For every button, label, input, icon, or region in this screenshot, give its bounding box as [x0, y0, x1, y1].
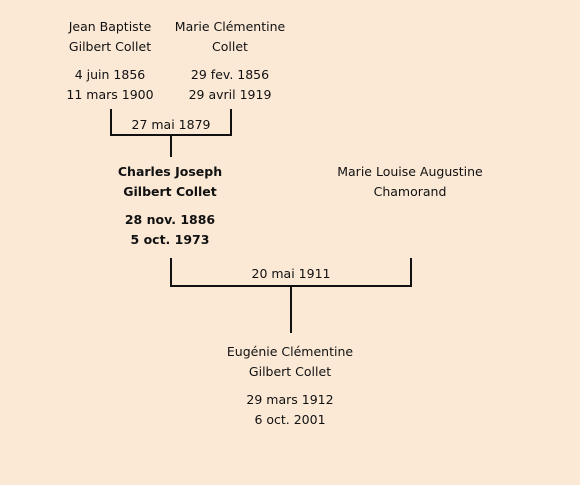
subject-descent-line — [290, 287, 292, 333]
person-father[interactable]: Jean Baptiste Gilbert Collet 4 juin 1856… — [50, 17, 170, 105]
subject-name-line2: Gilbert Collet — [123, 184, 217, 199]
subject-birth-date: 28 nov. 1886 — [124, 212, 216, 227]
spouse-name-line2: Chamorand — [373, 184, 447, 199]
parents-descent-line — [170, 136, 172, 157]
parents-connector-right — [230, 109, 232, 136]
parents-connector-left — [110, 109, 112, 136]
spouse-name-line1: Marie Louise Augustine — [337, 164, 483, 179]
father-name-line2: Gilbert Collet — [68, 39, 152, 54]
child-birth-date: 29 mars 1912 — [246, 392, 334, 407]
person-subject[interactable]: Charles Joseph Gilbert Collet 28 nov. 18… — [100, 162, 240, 250]
parents-connector-bar — [110, 134, 232, 136]
child-dates: 29 mars 1912 6 oct. 2001 — [210, 390, 370, 430]
mother-death-date: 29 avril 1919 — [188, 87, 272, 102]
subject-name-line1: Charles Joseph — [117, 164, 223, 179]
father-death-date: 11 mars 1900 — [66, 87, 154, 102]
person-spouse[interactable]: Marie Louise Augustine Chamorand — [320, 162, 500, 202]
father-birth-date: 4 juin 1856 — [74, 67, 146, 82]
subject-connector-right — [410, 258, 412, 287]
subject-connector-bar — [170, 285, 412, 287]
subject-dates: 28 nov. 1886 5 oct. 1973 — [100, 210, 240, 250]
parents-marriage-date: 27 mai 1879 — [131, 117, 211, 132]
subject-marriage-date: 20 mai 1911 — [251, 266, 331, 281]
mother-name-line1: Marie Clémentine — [174, 19, 286, 34]
subject-connector-left — [170, 258, 172, 287]
person-child[interactable]: Eugénie Clémentine Gilbert Collet 29 mar… — [210, 342, 370, 430]
child-name-line2: Gilbert Collet — [248, 364, 332, 379]
father-dates: 4 juin 1856 11 mars 1900 — [50, 65, 170, 105]
person-mother[interactable]: Marie Clémentine Collet 29 fev. 1856 29 … — [165, 17, 295, 105]
mother-birth-date: 29 fev. 1856 — [190, 67, 270, 82]
mother-name-line2: Collet — [212, 39, 248, 54]
child-name-line1: Eugénie Clémentine — [226, 344, 354, 359]
subject-death-date: 5 oct. 1973 — [130, 232, 210, 247]
mother-dates: 29 fev. 1856 29 avril 1919 — [165, 65, 295, 105]
father-name-line1: Jean Baptiste — [68, 19, 152, 34]
child-death-date: 6 oct. 2001 — [254, 412, 326, 427]
